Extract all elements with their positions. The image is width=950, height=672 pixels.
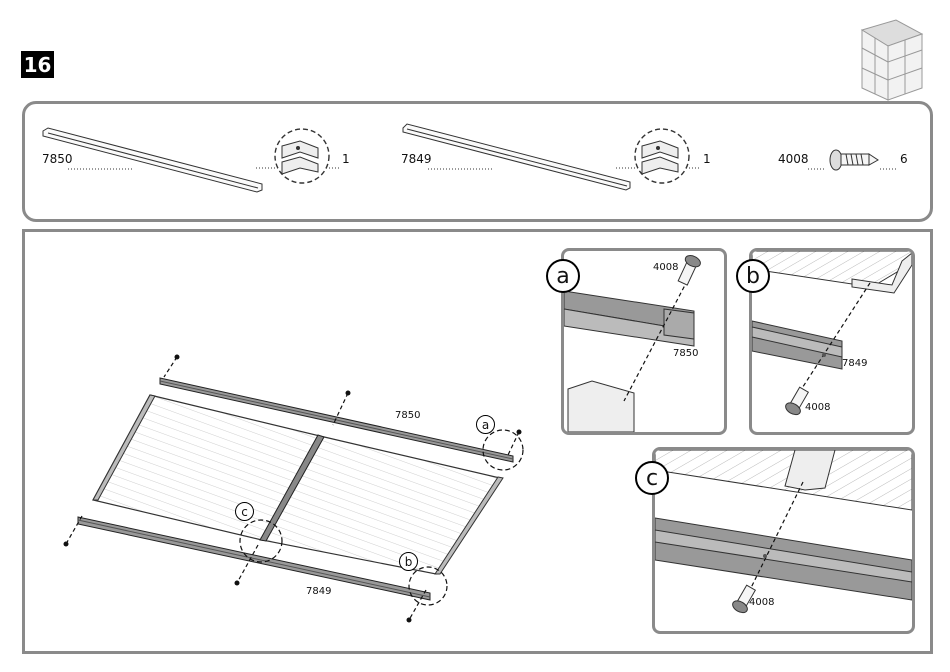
callout-a-marker: a: [476, 415, 495, 434]
part-code-4008: 4008: [778, 152, 809, 166]
detail-a-illustration: [564, 251, 724, 432]
detail-c-illustration: [655, 450, 912, 631]
callout-b-marker: b: [399, 552, 418, 571]
rail-label-7850: 7850: [395, 410, 420, 421]
detail-c-panel: [652, 447, 915, 634]
callout-c-marker: c: [235, 502, 254, 521]
rail-label-7849: 7849: [306, 586, 331, 597]
detail-c-letter: c: [635, 461, 669, 495]
detail-b-screw-code: 4008: [805, 402, 830, 413]
part-qty-7849: 1: [703, 152, 711, 166]
part-qty-7850: 1: [342, 152, 350, 166]
part-code-7849: 7849: [401, 152, 432, 166]
detail-a-letter: a: [546, 259, 580, 293]
detail-b-illustration: [752, 251, 912, 432]
detail-c-screw-code: 4008: [749, 597, 774, 608]
part-code-7850: 7850: [42, 152, 73, 166]
part-qty-4008: 6: [900, 152, 908, 166]
detail-a-rail-code: 7850: [673, 348, 698, 359]
detail-b-panel: [749, 248, 915, 435]
detail-a-panel: [561, 248, 727, 435]
detail-a-screw-code: 4008: [653, 262, 678, 273]
step-number-badge: 16: [21, 51, 54, 78]
detail-b-letter: b: [736, 259, 770, 293]
detail-b-rail-code: 7849: [842, 358, 867, 369]
